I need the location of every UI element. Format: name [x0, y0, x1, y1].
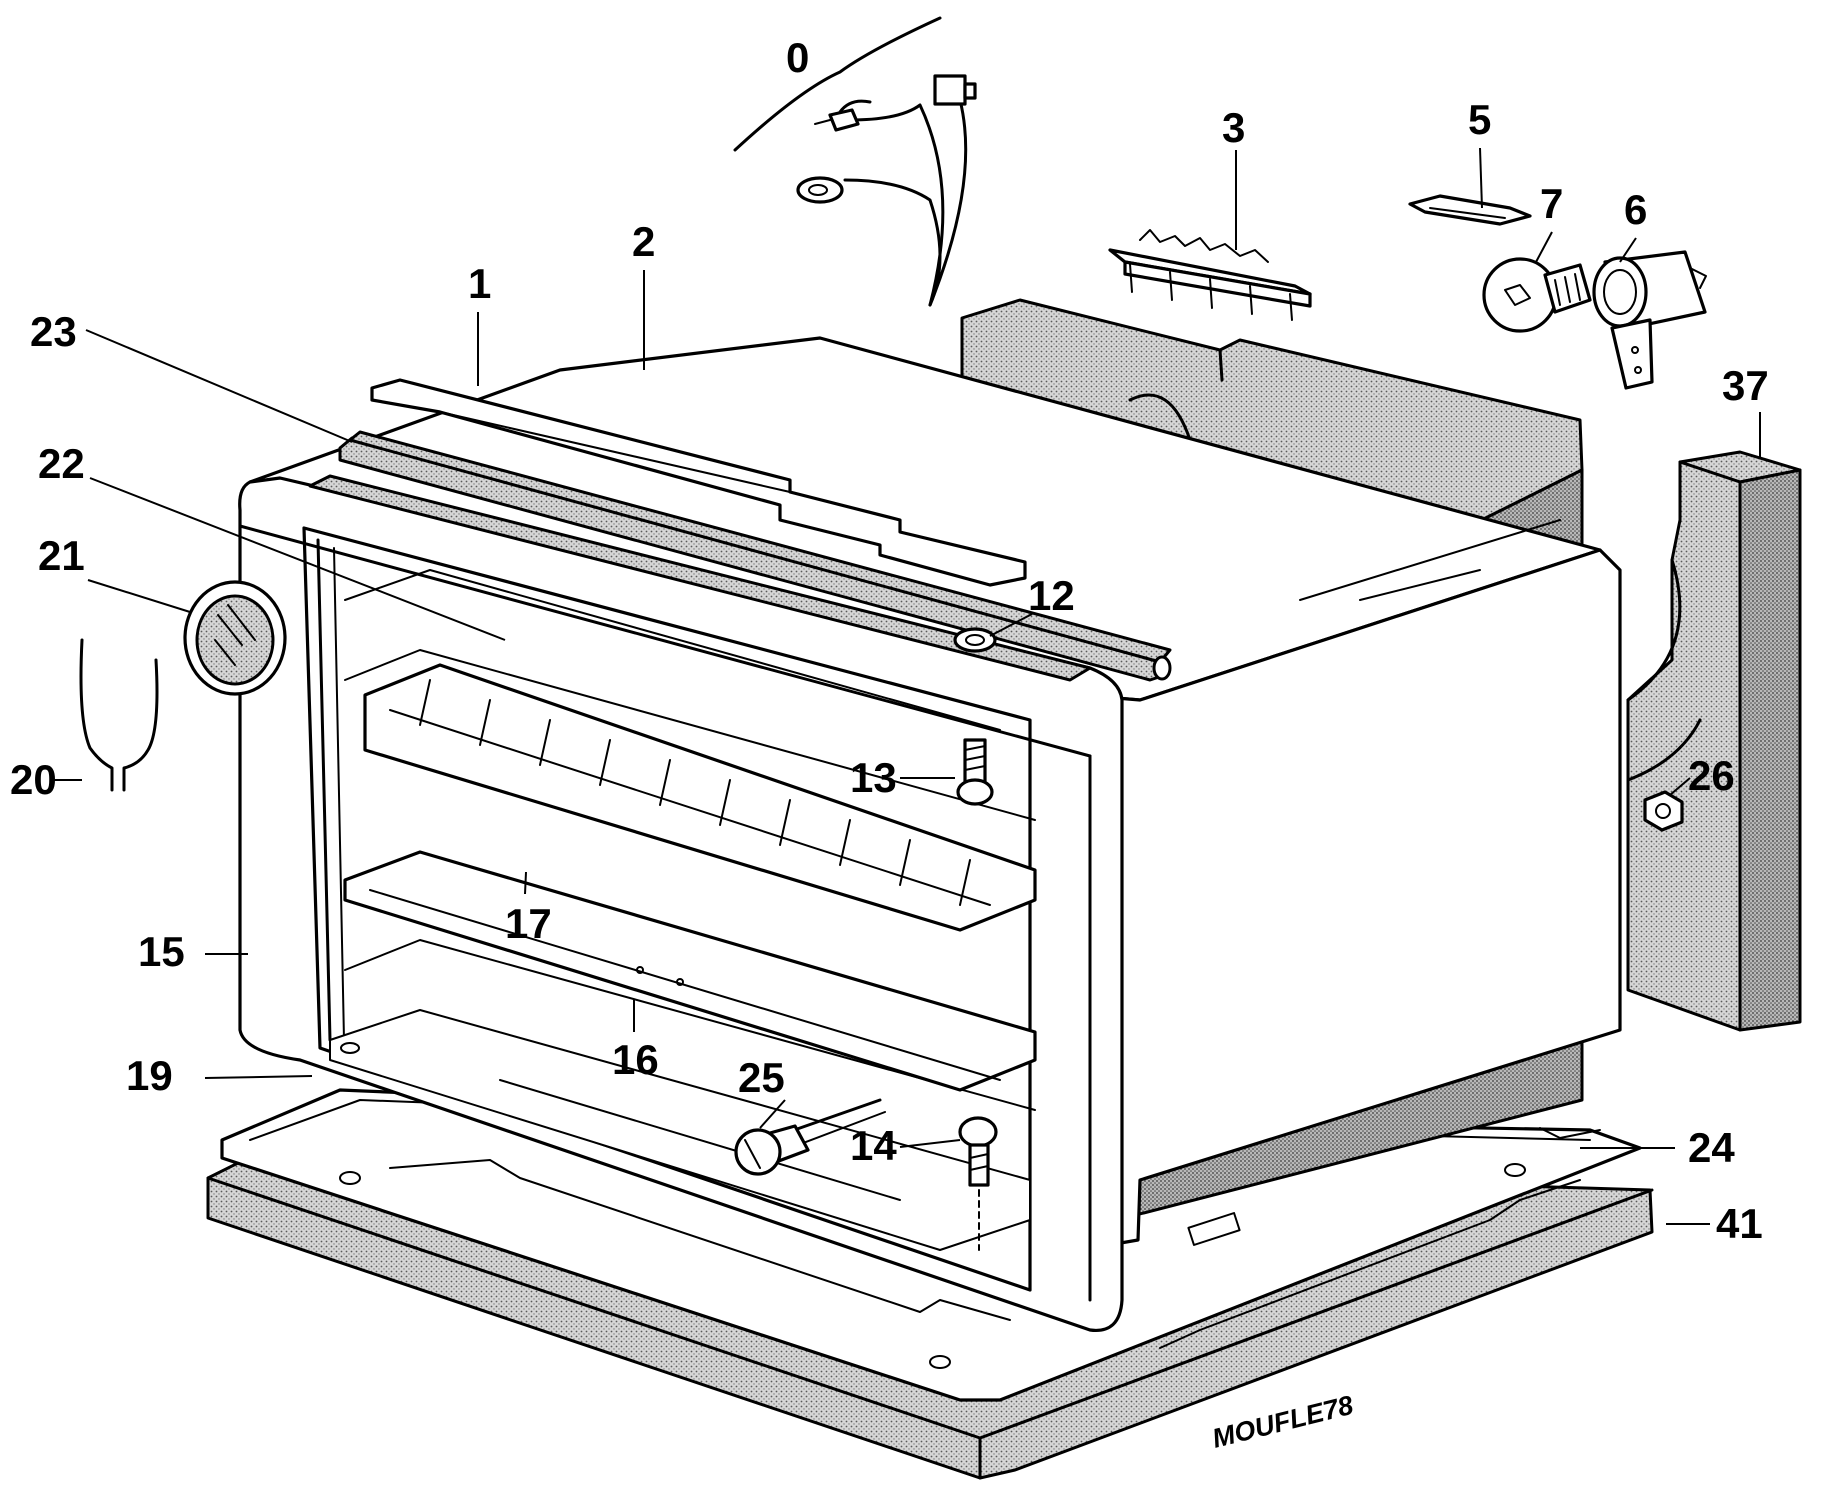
callout-5: 5 — [1468, 96, 1491, 143]
diagram-caption: MOUFLE78 — [1209, 1390, 1356, 1454]
callout-25: 25 — [738, 1054, 785, 1101]
oven-tray — [343, 850, 1037, 1092]
oven-rack — [363, 663, 1037, 932]
callout-19: 19 — [126, 1052, 173, 1099]
callout-2: 2 — [632, 218, 655, 265]
callout-22: 22 — [38, 440, 85, 487]
clip — [1408, 194, 1532, 226]
door-gasket — [308, 430, 1172, 682]
lamp-glass — [183, 580, 287, 696]
callout-17: 17 — [505, 900, 552, 947]
callout-1: 1 — [468, 260, 491, 307]
callout-14: 14 — [850, 1122, 897, 1169]
callout-13: 13 — [850, 754, 897, 801]
callout-3: 3 — [1222, 104, 1245, 151]
callout-0: 0 — [786, 34, 809, 81]
top-plate — [370, 378, 1027, 587]
lamp-bulb — [1482, 257, 1592, 333]
lamp-holder — [1592, 250, 1707, 390]
callout-6: 6 — [1624, 186, 1647, 233]
nut — [1643, 790, 1684, 832]
callout-23: 23 — [30, 308, 77, 355]
bottom-element — [329, 1009, 1031, 1251]
side-insulation-panel — [1626, 450, 1802, 1032]
lamp-gasket — [79, 638, 159, 792]
grommet — [953, 627, 997, 653]
callout-7: 7 — [1540, 180, 1563, 227]
callout-37: 37 — [1722, 362, 1769, 409]
callout-labels: 0 1 2 3 5 6 7 12 13 14 15 16 17 19 20 21… — [10, 34, 1769, 1247]
callout-41: 41 — [1716, 1200, 1763, 1247]
callout-16: 16 — [612, 1036, 659, 1083]
terminal-block — [1108, 229, 1312, 321]
callout-26: 26 — [1688, 752, 1735, 799]
leader-lines — [52, 147, 1761, 1225]
wiring-harness — [733, 16, 977, 307]
probe-25 — [734, 1098, 886, 1176]
screw-14 — [958, 1116, 998, 1251]
callout-24: 24 — [1688, 1124, 1735, 1171]
screw-13 — [956, 738, 994, 806]
callout-15: 15 — [138, 928, 185, 975]
callout-12: 12 — [1028, 572, 1075, 619]
callout-20: 20 — [10, 756, 57, 803]
callout-21: 21 — [38, 532, 85, 579]
